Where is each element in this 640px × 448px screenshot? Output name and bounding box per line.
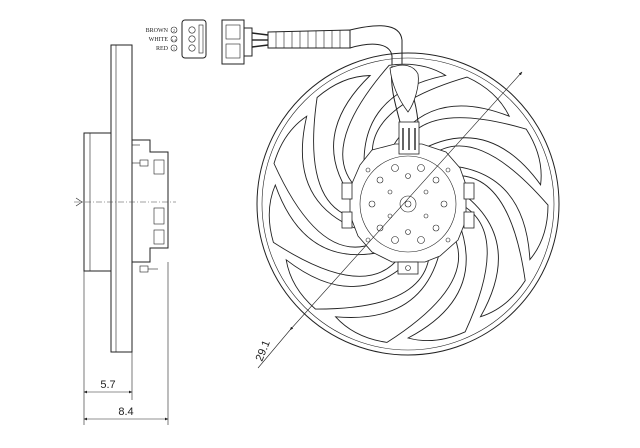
stud xyxy=(139,265,149,273)
pin-hole xyxy=(188,44,196,52)
connector-face xyxy=(181,19,207,59)
pin-hole xyxy=(188,26,196,34)
shroud-plate xyxy=(110,44,133,353)
pin-number-red: 1 xyxy=(173,46,175,51)
pin-number-white: 1-2 xyxy=(172,38,177,42)
dim-label-fan-radius: 29.1 xyxy=(254,339,273,363)
cable-run xyxy=(349,25,403,66)
plug-housing xyxy=(221,19,245,65)
front-view: 29.1 xyxy=(254,52,560,369)
side-view: 5.7 8.4 xyxy=(74,44,176,425)
stud xyxy=(139,159,149,167)
pin-number-brown: 2 xyxy=(173,28,175,33)
dim-label-motor-depth: 5.7 xyxy=(100,379,115,391)
shroud-outer-ring xyxy=(256,52,560,356)
dim-line-fan-radius xyxy=(289,71,523,331)
shroud-inner-ring xyxy=(261,57,555,351)
cable-sleeve xyxy=(267,29,351,49)
dim-label-total-depth: 8.4 xyxy=(118,406,133,418)
connector-detail: BROWN WHITE RED 2 1-2 1 xyxy=(146,19,403,66)
hub-bottom-tab xyxy=(397,261,419,275)
wire-label-brown: BROWN xyxy=(146,28,169,34)
pin-hole xyxy=(188,35,196,43)
mount-bracket xyxy=(132,139,169,263)
wire-label-white: WHITE xyxy=(149,37,169,43)
wire-label-red: RED xyxy=(156,46,169,52)
